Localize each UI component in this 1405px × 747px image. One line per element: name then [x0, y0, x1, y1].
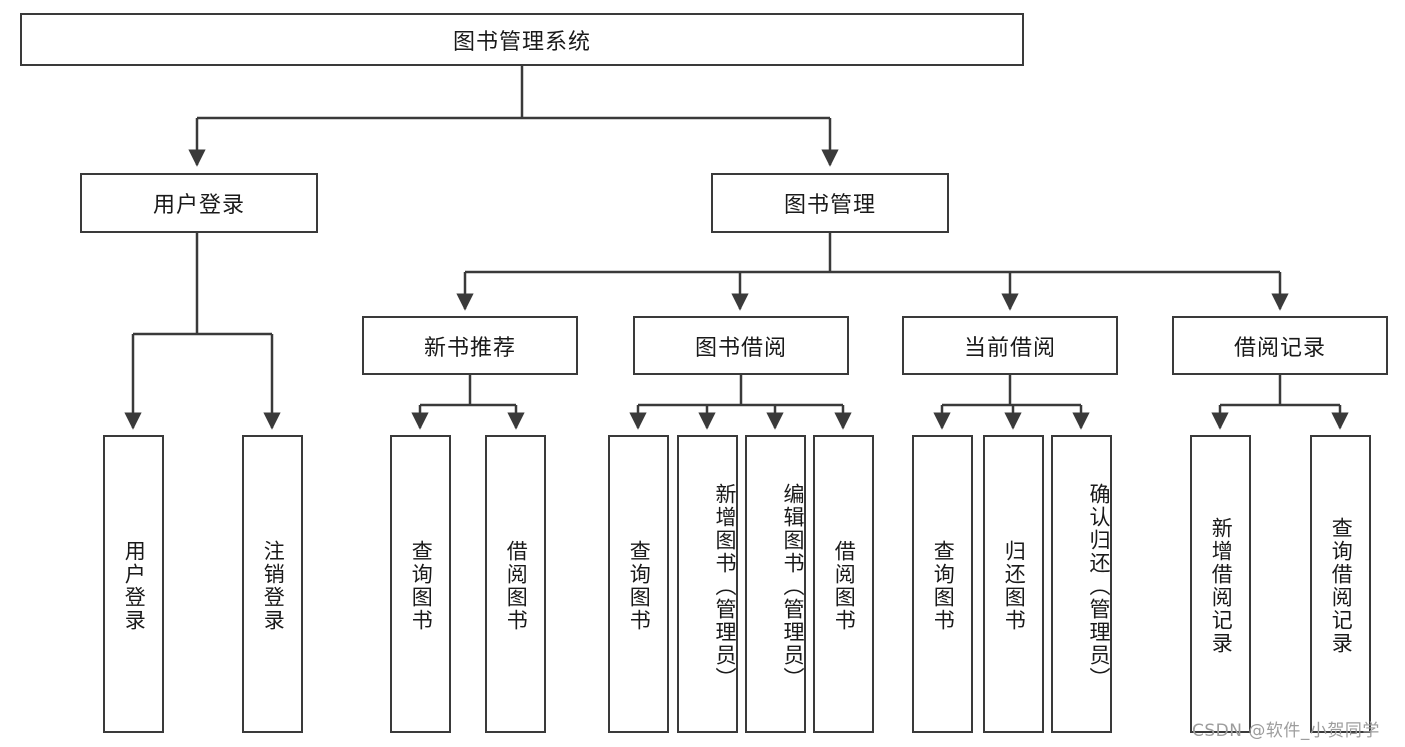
node-leaf-return-book[interactable]: 归还图书: [983, 435, 1044, 733]
node-leaf-query-book-3[interactable]: 查询图书: [912, 435, 973, 733]
node-book-borrow[interactable]: 图书借阅: [633, 316, 849, 375]
node-leaf-borrow-book-1[interactable]: 借阅图书: [485, 435, 546, 733]
node-leaf-confirm-return[interactable]: 确认归还（管理员）: [1051, 435, 1112, 733]
node-leaf-user-logout[interactable]: 注销登录: [242, 435, 303, 733]
node-leaf-edit-book[interactable]: 编辑图书（管理员）: [745, 435, 806, 733]
node-user-login[interactable]: 用户登录: [80, 173, 318, 233]
node-book-manage[interactable]: 图书管理: [711, 173, 949, 233]
node-leaf-query-book-1[interactable]: 查询图书: [390, 435, 451, 733]
node-root[interactable]: 图书管理系统: [20, 13, 1024, 66]
node-borrow-record[interactable]: 借阅记录: [1172, 316, 1388, 375]
node-current-borrow[interactable]: 当前借阅: [902, 316, 1118, 375]
csdn-watermark: CSDN @软件_小贺同学: [1192, 721, 1380, 741]
node-leaf-add-book[interactable]: 新增图书（管理员）: [677, 435, 738, 733]
node-new-book-recommend[interactable]: 新书推荐: [362, 316, 578, 375]
node-leaf-borrow-book-2[interactable]: 借阅图书: [813, 435, 874, 733]
node-leaf-query-record[interactable]: 查询借阅记录: [1310, 435, 1371, 733]
node-leaf-query-book-2[interactable]: 查询图书: [608, 435, 669, 733]
node-leaf-user-login[interactable]: 用户登录: [103, 435, 164, 733]
node-leaf-add-record[interactable]: 新增借阅记录: [1190, 435, 1251, 733]
